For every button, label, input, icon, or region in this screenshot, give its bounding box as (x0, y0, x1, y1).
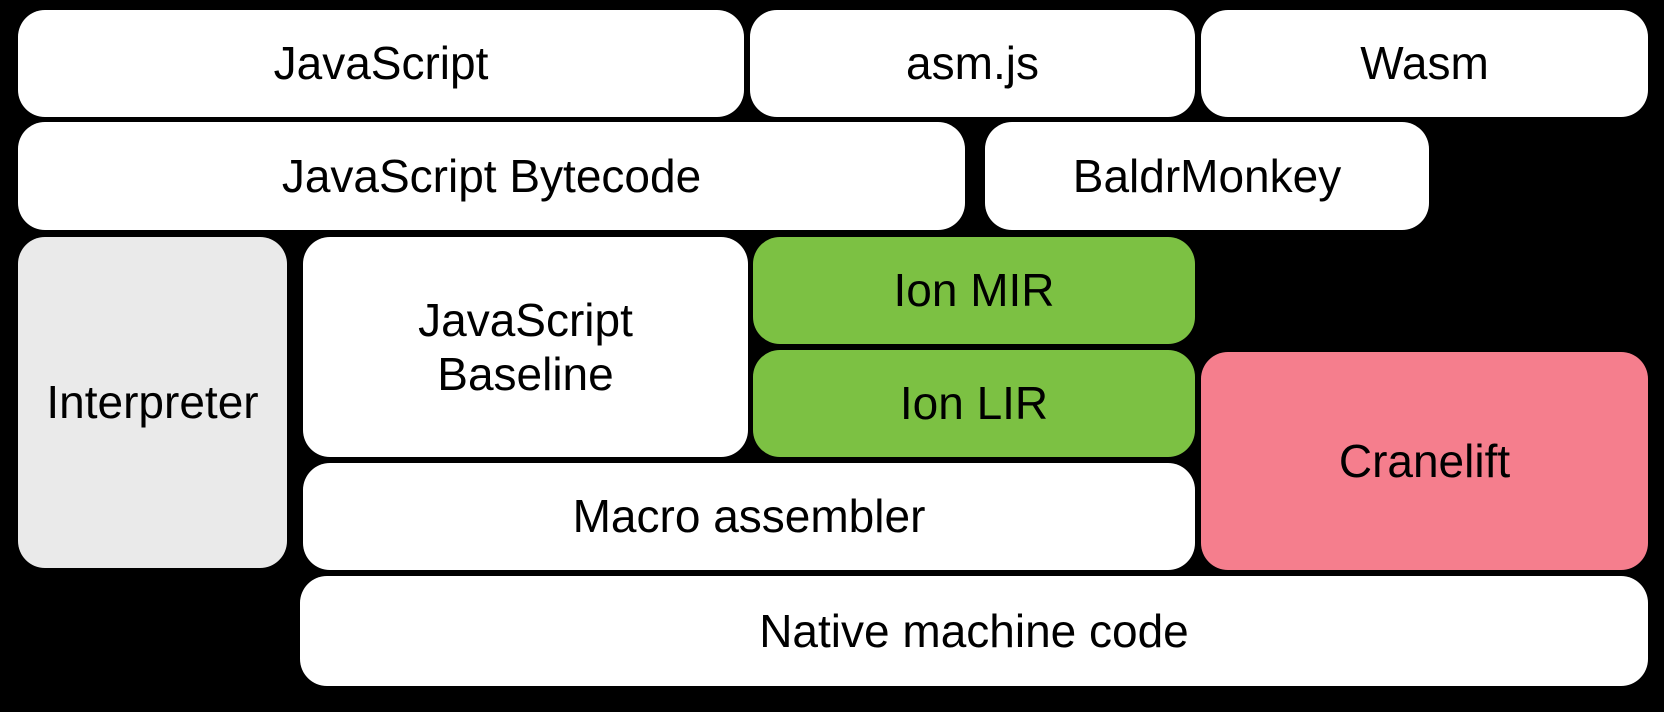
node-javascript-baseline: JavaScript Baseline (303, 237, 748, 457)
node-asmjs: asm.js (750, 10, 1195, 117)
node-ion-lir: Ion LIR (753, 350, 1195, 457)
node-wasm: Wasm (1201, 10, 1648, 117)
node-cranelift: Cranelift (1201, 352, 1648, 570)
node-macro-assembler: Macro assembler (303, 463, 1195, 570)
node-baldrmonkey: BaldrMonkey (985, 122, 1429, 230)
node-javascript-bytecode: JavaScript Bytecode (18, 122, 965, 230)
node-javascript: JavaScript (18, 10, 744, 117)
node-ion-mir: Ion MIR (753, 237, 1195, 344)
node-native-machine-code: Native machine code (300, 576, 1648, 686)
node-interpreter: Interpreter (18, 237, 287, 568)
